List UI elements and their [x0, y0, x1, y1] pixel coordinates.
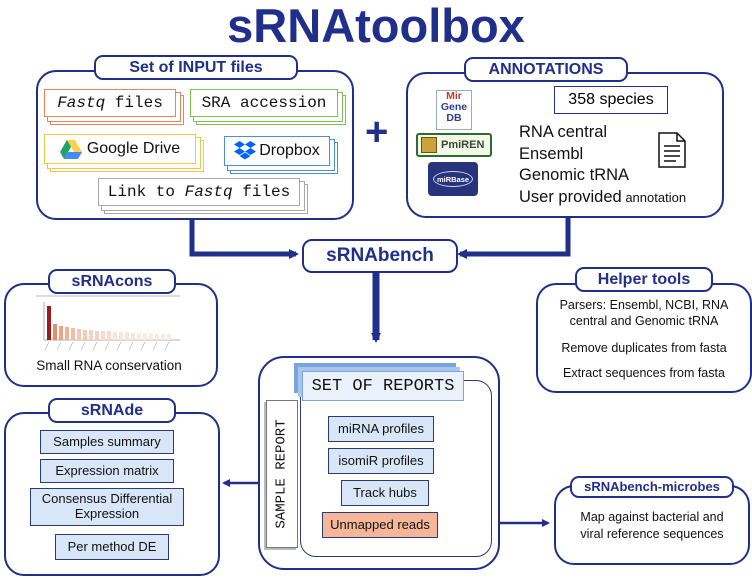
helper-tools-panel: Parsers: Ensembl, NCBI, RNA central and …	[536, 283, 752, 393]
samples-summary-box: Samples summary	[40, 430, 174, 454]
fastq-label-em: Fastq	[57, 94, 106, 112]
per-method-de-box: Per method DE	[55, 534, 169, 560]
sra-accession-label: SRA accession	[201, 94, 327, 112]
link-label-em: Fastq	[184, 183, 233, 201]
microbes-panel: Map against bacterial and viral referenc…	[554, 485, 750, 565]
species-box: 358 species	[554, 86, 668, 114]
mirbase-logo-text: miRBase	[436, 174, 470, 184]
mirgenedb-logo-gene: Gene	[440, 101, 468, 113]
link-label-post: files	[232, 183, 291, 201]
srnabench-node: sRNAbench	[302, 239, 458, 273]
srnade-tag: sRNAde	[48, 398, 176, 423]
mirgenedb-logo-mir: Mir	[446, 90, 462, 102]
annotation-user-main: User provided	[519, 187, 622, 206]
helper-tools-tag: Helper tools	[575, 267, 713, 292]
set-of-reports-card: SET OF REPORTS	[294, 363, 464, 401]
isomir-profiles-box: isomiR profiles	[328, 448, 434, 474]
arrow-annotations-to-srnabench	[457, 212, 571, 259]
link-label-pre: Link to	[107, 183, 185, 201]
dropbox-label: Dropbox	[259, 142, 320, 159]
google-drive-icon	[59, 139, 82, 159]
fastq-label: files	[105, 94, 163, 112]
unmapped-reads-box: Unmapped reads	[322, 512, 438, 538]
srnacons-caption: Small RNA conservation	[36, 358, 182, 373]
plus-sign: +	[365, 110, 389, 154]
fastq-files-card: Fastq files	[44, 89, 184, 125]
pmiren-logo: PmiREN	[416, 133, 492, 157]
sra-accession-card: SRA accession	[190, 89, 346, 125]
microbes-tag: sRNAbench-microbes	[570, 476, 734, 498]
dropbox-icon	[234, 141, 257, 160]
input-files-tag: Set of INPUT files	[94, 55, 298, 80]
page-title: sRNAtoolbox	[227, 0, 525, 52]
google-drive-label: Google Drive	[86, 140, 181, 157]
annotations-tag: ANNOTATIONS	[464, 57, 628, 82]
arrow-input-to-srnabench	[189, 210, 299, 259]
helper-remove-duplicates: Remove duplicates from fasta	[561, 341, 727, 355]
mirbase-logo-ring: miRBase	[433, 171, 473, 187]
expression-matrix-box: Expression matrix	[40, 459, 174, 483]
mirgenedb-logo-db: DB	[446, 112, 462, 124]
srnacons-thumbnail-chart	[36, 295, 180, 351]
mirgenedb-logo: Mir Gene DB	[436, 90, 472, 130]
google-drive-card: Google Drive	[44, 134, 204, 172]
sample-report-label: SAMPLE REPORT	[274, 419, 290, 529]
helper-parsers: Parsers: Ensembl, NCBI, RNA central and …	[559, 298, 729, 328]
mirna-profiles-box: miRNA profiles	[328, 416, 434, 442]
helper-extract-sequences: Extract sequences from fasta	[563, 366, 725, 380]
annotation-list: RNA central Ensembl Genomic tRNA User pr…	[519, 122, 686, 208]
sample-report-card: SAMPLE REPORT	[266, 400, 298, 548]
pmiren-logo-text: PmiREN	[441, 139, 485, 151]
dropbox-card: Dropbox	[224, 136, 338, 174]
annotation-user-small: annotation	[621, 189, 687, 205]
microbes-text: Map against bacterial and viral referenc…	[580, 510, 724, 541]
mirbase-logo: miRBase	[428, 162, 478, 196]
link-to-fastq-card: Link to Fastq files	[98, 178, 308, 214]
track-hubs-box: Track hubs	[341, 480, 429, 506]
pmiren-book-icon	[421, 137, 437, 153]
annotation-user-provided: User provided annotation	[519, 187, 686, 209]
document-icon	[658, 132, 686, 168]
annotation-genomic-trna: Genomic tRNA	[519, 166, 630, 184]
set-of-reports-label: SET OF REPORTS	[311, 376, 455, 396]
srnacons-tag: sRNAcons	[48, 269, 176, 294]
annotation-rnacentral: RNA central	[519, 123, 608, 141]
consensus-de-box: Consensus Differential Expression	[30, 488, 184, 526]
annotation-ensembl: Ensembl	[519, 144, 584, 163]
